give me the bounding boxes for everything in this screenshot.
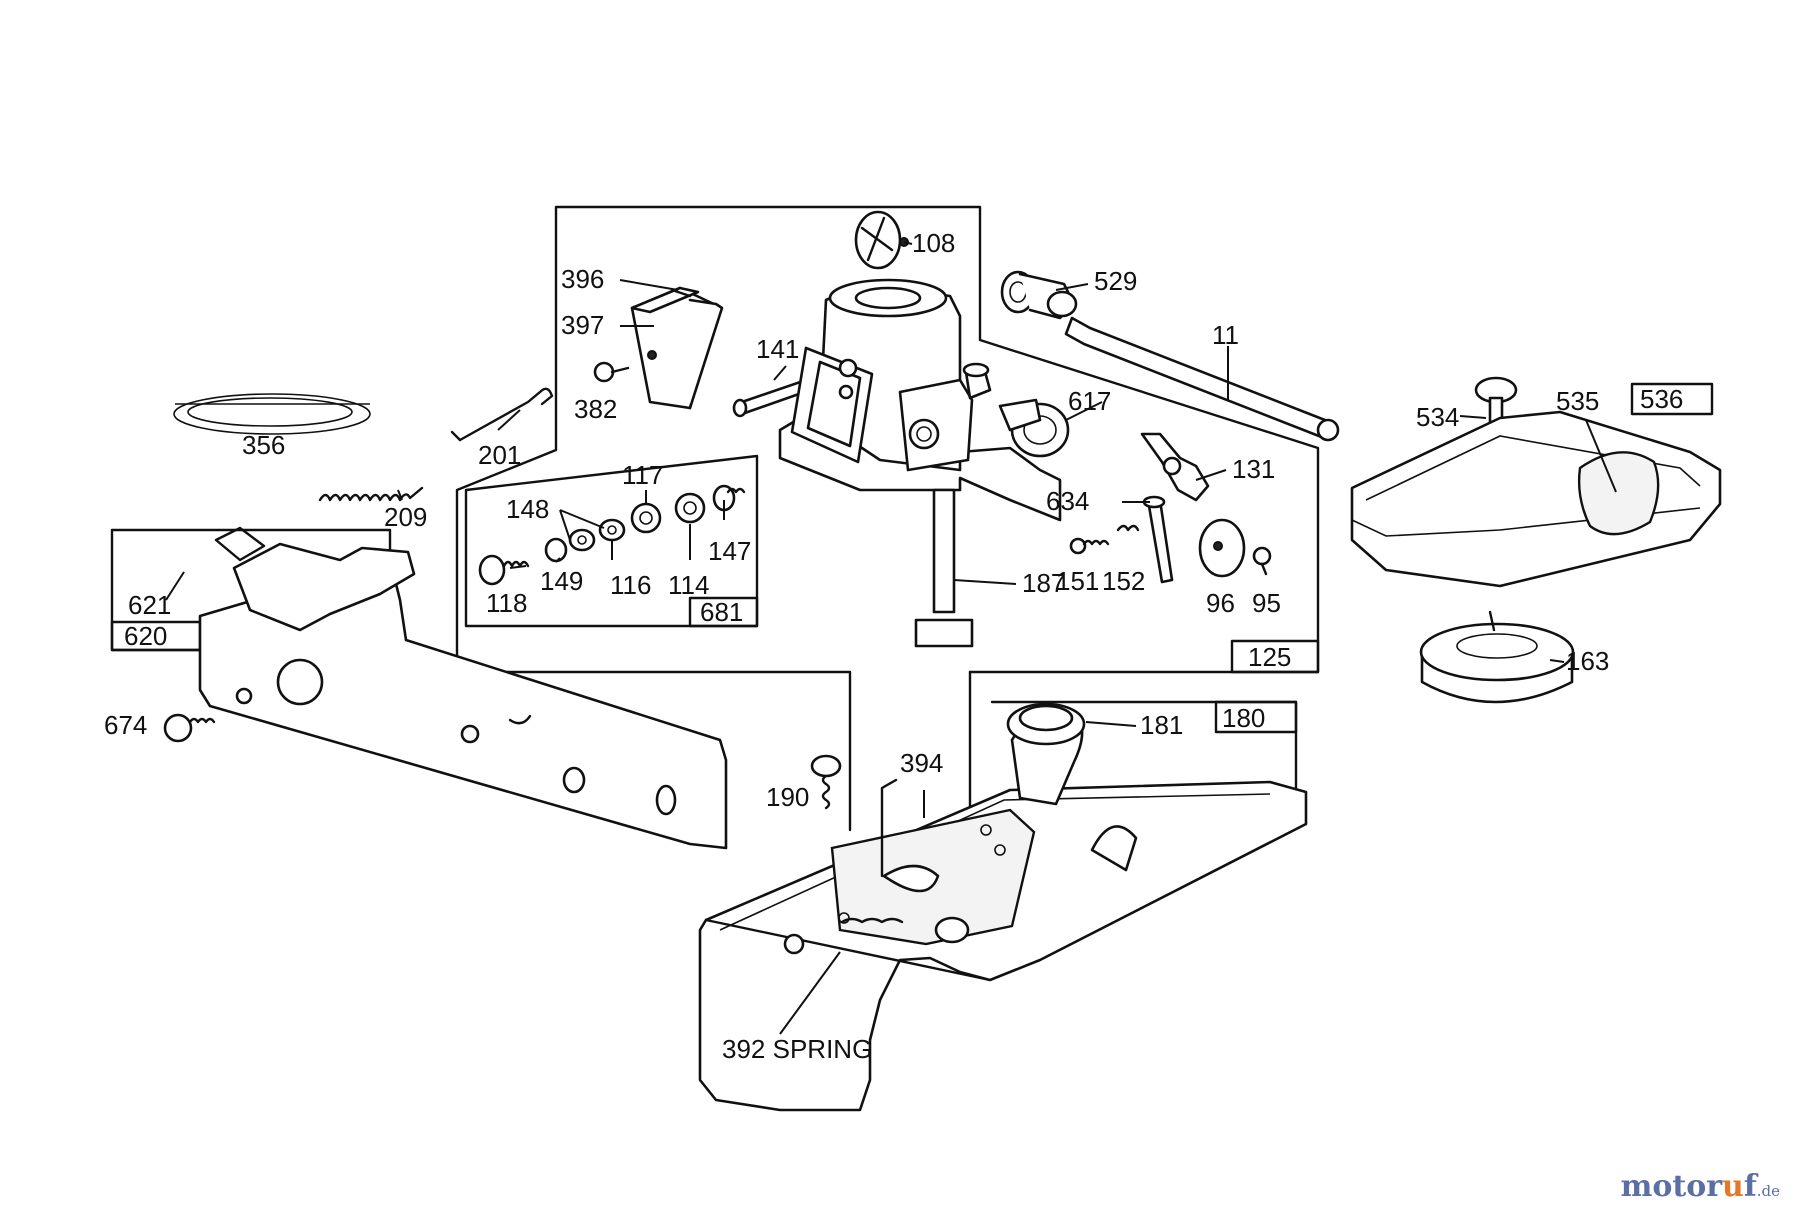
choke-shaft-634 bbox=[1142, 495, 1174, 584]
label-634: 634 bbox=[1046, 486, 1089, 516]
needle-141 bbox=[732, 376, 818, 418]
label-117: 117 bbox=[622, 460, 663, 490]
label-382: 382 bbox=[574, 394, 617, 424]
label-181: 181 bbox=[1140, 710, 1183, 740]
watermark-part-c: f bbox=[1743, 1169, 1757, 1204]
choke-bracket-397 bbox=[630, 286, 724, 410]
label-529: 529 bbox=[1094, 266, 1137, 296]
leader-lines bbox=[165, 241, 1617, 1035]
box-label-620: 620 bbox=[124, 621, 167, 651]
box-label-681: 681 bbox=[700, 597, 743, 627]
label-674: 674 bbox=[104, 710, 147, 740]
label-152: 152 bbox=[1102, 566, 1145, 596]
air-cleaner-base-163 bbox=[1419, 610, 1575, 704]
label-148: 148 bbox=[506, 494, 549, 524]
part-number-labels: 108 396 397 382 141 529 11 617 131 634 1… bbox=[104, 228, 1609, 1064]
label-209: 209 bbox=[384, 502, 427, 532]
box-label-125: 125 bbox=[1248, 642, 1291, 672]
watermark-logo: motoruf.de bbox=[1621, 1169, 1780, 1204]
label-617: 617 bbox=[1068, 386, 1111, 416]
control-bracket-620 bbox=[198, 526, 728, 850]
label-141: 141 bbox=[756, 334, 799, 364]
bolt-674 bbox=[163, 713, 216, 743]
box-label-536: 536 bbox=[1640, 384, 1683, 414]
label-147: 147 bbox=[708, 536, 751, 566]
label-151: 151 bbox=[1056, 566, 1099, 596]
label-108: 108 bbox=[912, 228, 955, 258]
label-96: 96 bbox=[1206, 588, 1235, 618]
watermark-part-b: u bbox=[1722, 1169, 1744, 1204]
group-outline-lines bbox=[110, 205, 1320, 832]
spring-209 bbox=[318, 486, 424, 502]
box-label-180: 180 bbox=[1222, 703, 1265, 733]
choke-lever-131 bbox=[1140, 432, 1210, 502]
screw-151 bbox=[1069, 537, 1110, 555]
spring-392 bbox=[840, 917, 904, 924]
gasket-ring-356 bbox=[173, 393, 371, 435]
label-356: 356 bbox=[242, 430, 285, 460]
label-392-spring: 392 SPRING bbox=[722, 1034, 872, 1064]
box-labels: 681 620 125 536 180 bbox=[124, 384, 1683, 733]
label-95: 95 bbox=[1252, 588, 1281, 618]
repair-kit-parts bbox=[478, 484, 746, 586]
watermark-suffix: .de bbox=[1756, 1182, 1780, 1200]
label-118: 118 bbox=[486, 588, 527, 618]
label-114: 114 bbox=[668, 570, 709, 600]
screw-190 bbox=[810, 754, 842, 810]
label-131: 131 bbox=[1232, 454, 1275, 484]
governor-link-201 bbox=[450, 387, 554, 442]
label-163: 163 bbox=[1566, 646, 1609, 676]
spring-152 bbox=[1116, 524, 1140, 532]
label-11: 11 bbox=[1212, 320, 1239, 350]
fuel-tube-11 bbox=[1064, 316, 1340, 442]
air-cleaner-housing-536 bbox=[1350, 410, 1722, 588]
label-535: 535 bbox=[1556, 386, 1599, 416]
bolt-187 bbox=[914, 488, 974, 648]
carburetor-body bbox=[778, 278, 1070, 522]
label-621: 621 bbox=[128, 590, 171, 620]
gasket-plate-394 bbox=[830, 778, 1036, 946]
label-149: 149 bbox=[540, 566, 583, 596]
screw-95 bbox=[1252, 546, 1272, 576]
screw-382 bbox=[593, 361, 630, 383]
elbow-529 bbox=[1000, 270, 1078, 320]
label-201: 201 bbox=[478, 440, 521, 470]
label-394: 394 bbox=[900, 748, 943, 778]
label-116: 116 bbox=[610, 570, 651, 600]
label-187: 187 bbox=[1022, 568, 1065, 598]
choke-plate-96 bbox=[1198, 518, 1246, 578]
watermark-part-a: motor bbox=[1620, 1169, 1723, 1204]
label-534: 534 bbox=[1416, 402, 1459, 432]
label-396: 396 bbox=[561, 264, 604, 294]
label-397: 397 bbox=[561, 310, 604, 340]
box-label-frames bbox=[110, 382, 1714, 734]
throttle-plate-108 bbox=[854, 210, 909, 270]
label-190: 190 bbox=[766, 782, 809, 812]
